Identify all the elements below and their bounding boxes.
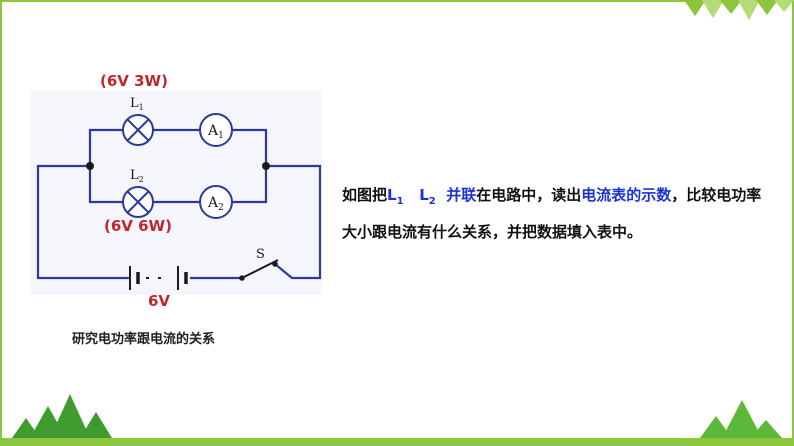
ammeter-reading-term: 电流表的示数 bbox=[581, 186, 672, 204]
text-part-1: 如图把 bbox=[342, 186, 388, 204]
ammeter-a1-label: A1 bbox=[207, 123, 224, 141]
diagram-caption: 研究电功率跟电流的关系 bbox=[72, 332, 216, 347]
l2-term: L2 bbox=[419, 186, 436, 207]
switch-label: S bbox=[256, 247, 265, 262]
bottom-tree-decoration bbox=[0, 394, 794, 446]
l2-rating-label: (6V 6W) bbox=[104, 217, 172, 235]
instruction-text: 如图把L1 L2 并联在电路中，读出电流表的示数，比较电功率大小跟电流有什么关系… bbox=[342, 180, 762, 247]
switch-icon bbox=[239, 259, 279, 281]
text-part-3: ，比较电功率大小跟电流有什么关系，并把数据填入表中。 bbox=[342, 186, 762, 241]
l1-rating-label: (6V 3W) bbox=[100, 72, 168, 90]
lamp-l2-label: L2 bbox=[130, 168, 144, 184]
circuit-diagram: A1 A2 L1 L2 S bbox=[30, 90, 322, 295]
battery-voltage-label: 6V bbox=[148, 292, 171, 310]
tree-icon bbox=[12, 394, 112, 438]
l1-term: L1 bbox=[387, 186, 404, 207]
lamp-l2-icon bbox=[122, 186, 154, 218]
lamp-l1-icon bbox=[122, 114, 154, 146]
parallel-term: 并联 bbox=[446, 186, 477, 204]
text-part-2: 在电路中，读出 bbox=[476, 186, 582, 204]
junction-left bbox=[86, 162, 94, 170]
lamp-l1-label: L1 bbox=[130, 96, 144, 112]
ammeter-a2-icon bbox=[199, 185, 233, 219]
junction-right bbox=[262, 162, 270, 170]
battery-icon bbox=[129, 266, 188, 290]
ammeter-a1-icon bbox=[199, 113, 233, 147]
ammeter-a2-label: A2 bbox=[207, 195, 224, 213]
corner-triangle-decoration bbox=[684, 0, 794, 20]
